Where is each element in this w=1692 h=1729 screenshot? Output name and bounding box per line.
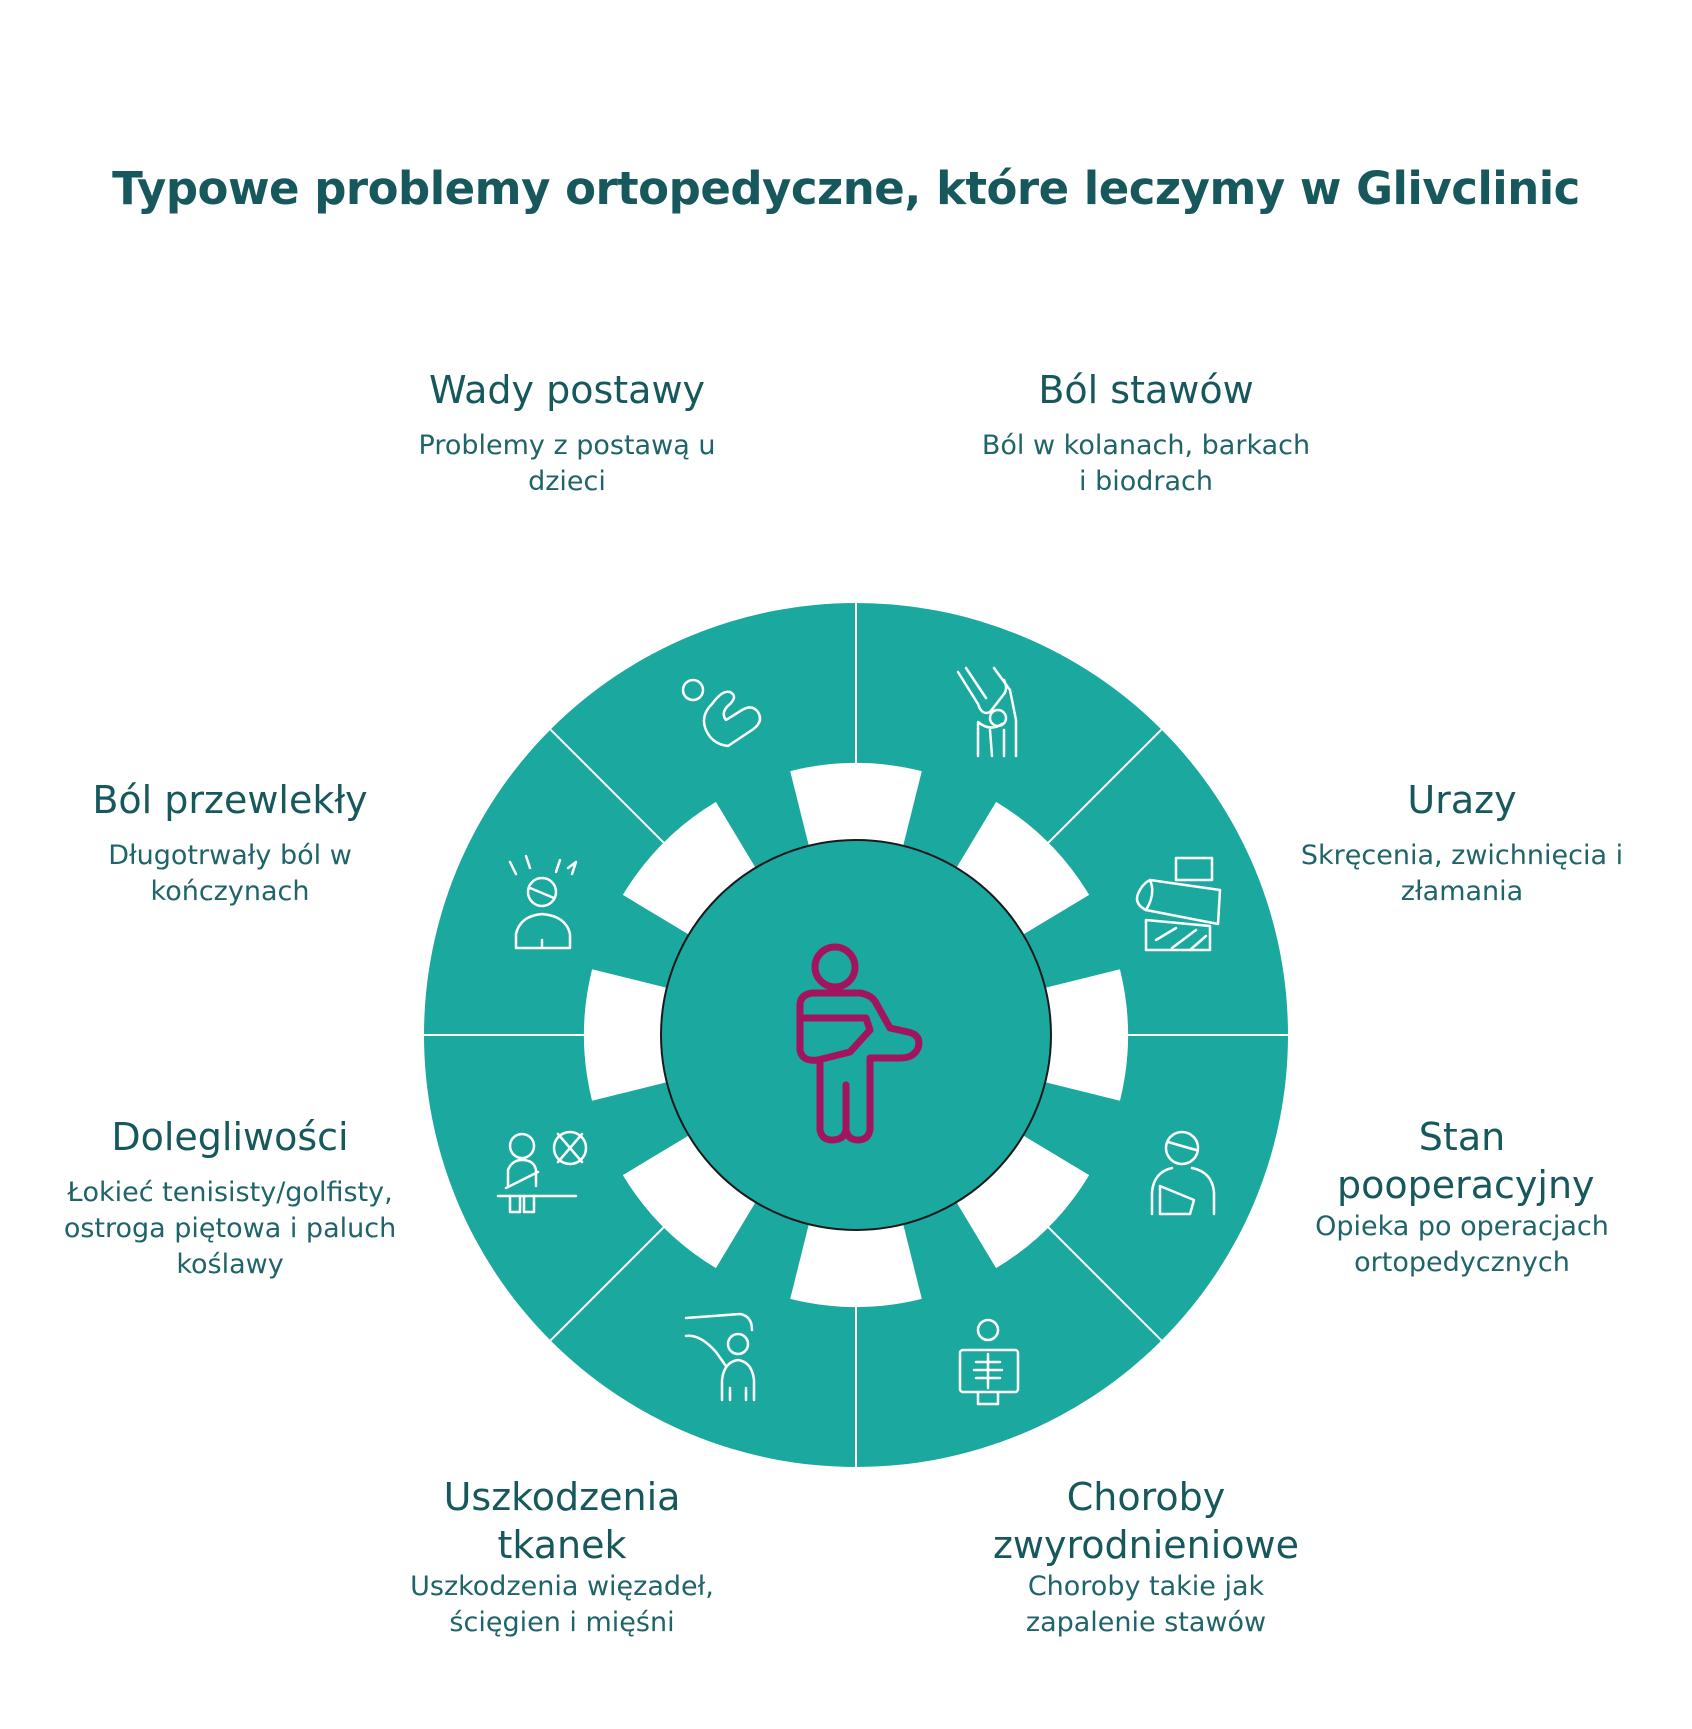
- wheel-gap: [1040, 969, 1129, 1101]
- segment-description: Skręcenia, zwichnięcia i złamania: [1300, 840, 1624, 907]
- chronic-pain-icon: [508, 854, 578, 950]
- center-circle: [660, 839, 1052, 1231]
- tissue-injury-icon: [684, 1312, 756, 1402]
- segment-description: Łokieć tenisisty/golfisty, ostroga pięto…: [63, 1177, 397, 1280]
- wheel-divider: [549, 728, 669, 848]
- segment-title: Ból stawów: [1038, 368, 1254, 412]
- segment-title: Stan pooperacyjny: [1337, 1115, 1595, 1207]
- segment-title: Urazy: [1407, 778, 1517, 822]
- segment-title: Wady postawy: [428, 368, 706, 412]
- segment-title: Ból przewlekły: [92, 778, 368, 822]
- bandaged-limb-icon: [1135, 856, 1222, 952]
- segment-wady-postawy: Wady postawy Problemy z postawą u dzieci: [337, 366, 797, 500]
- segment-title: Dolegliwości: [111, 1115, 349, 1159]
- wheel-divider: [549, 1222, 669, 1342]
- wheel-gap: [790, 1219, 922, 1307]
- wheel-gap: [622, 1132, 759, 1269]
- page-title: Typowe problemy ortopedyczne, które lecz…: [112, 162, 1580, 215]
- ailment-icon: [496, 1130, 588, 1214]
- segment-description: Ból w kolanach, barkach i biodrach: [981, 430, 1311, 497]
- segment-uszkodzenia-tkanek: Uszkodzenia tkanek Uszkodzenia więzadeł,…: [332, 1473, 792, 1641]
- segment-description: Choroby takie jak zapalenie stawów: [1025, 1571, 1267, 1638]
- segment-stan-pooperacyjny: Stan pooperacyjny Opieka po operacjach o…: [1232, 1113, 1692, 1281]
- wheel-gap: [790, 763, 922, 851]
- segment-description: Problemy z postawą u dzieci: [418, 430, 716, 497]
- segment-bol-przewlekly: Ból przewlekły Długotrwały ból w kończyn…: [0, 776, 460, 910]
- knee-joint-icon: [956, 666, 1018, 758]
- wheel-divider: [1043, 1222, 1163, 1342]
- arm-sling-person-icon: [796, 943, 923, 1144]
- wheel-gaps: [584, 763, 1129, 1307]
- wheel-gap: [622, 801, 759, 938]
- wheel-divider: [1043, 728, 1163, 848]
- segment-description: Opieka po operacjach ortopedycznych: [1315, 1211, 1609, 1278]
- post-surgery-patient-icon: [1150, 1130, 1216, 1216]
- xray-icon: [958, 1318, 1020, 1406]
- wheel-gap: [953, 801, 1090, 938]
- segment-dolegliwosci: Dolegliwości Łokieć tenisisty/golfisty, …: [0, 1113, 460, 1283]
- segment-title: Choroby zwyrodnieniowe: [992, 1475, 1300, 1567]
- segment-choroby-zwyrodnieniowe: Choroby zwyrodnieniowe Choroby takie jak…: [916, 1473, 1376, 1641]
- segment-bol-stawow: Ból stawów Ból w kolanach, barkach i bio…: [916, 366, 1376, 500]
- wheel-gap: [584, 969, 672, 1101]
- segment-urazy: Urazy Skręcenia, zwichnięcia i złamania: [1232, 776, 1692, 910]
- child-posture-icon: [681, 678, 762, 748]
- wheel-gap: [953, 1132, 1090, 1269]
- segment-description: Uszkodzenia więzadeł, ścięgien i mięśni: [410, 1571, 714, 1638]
- segment-description: Długotrwały ból w kończynach: [108, 840, 352, 907]
- wheel-dividers: [424, 603, 1288, 1467]
- segment-title: Uszkodzenia tkanek: [443, 1475, 681, 1567]
